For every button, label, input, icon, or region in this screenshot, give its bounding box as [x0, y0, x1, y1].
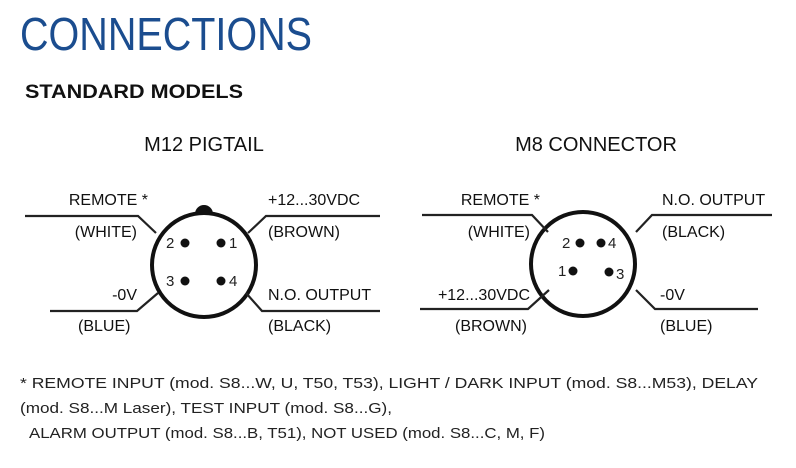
- m12-remote-label: REMOTE *: [69, 192, 148, 209]
- m12-black-label: (BLACK): [268, 318, 331, 335]
- m8-heading: M8 CONNECTOR: [515, 134, 677, 156]
- m8-pin-2-dot: [575, 238, 585, 248]
- m8-zero-label: -0V: [660, 287, 685, 304]
- m12-pigtail-diagram: M12 PIGTAIL REMOTE * (WHITE) +12...30VDC…: [25, 134, 380, 335]
- m12-pin-2-dot: [180, 238, 190, 248]
- m12-pin-2-number: 2: [166, 235, 174, 252]
- footnote-line-2: (mod. S8...M Laser), TEST INPUT (mod. S8…: [20, 400, 392, 417]
- m12-wire-blue: [50, 292, 159, 313]
- m8-blue-label: (BLUE): [660, 318, 712, 335]
- m12-pin-1-dot: [216, 238, 226, 248]
- m8-wire-black: [635, 213, 772, 233]
- m8-brown-label: (BROWN): [455, 318, 527, 335]
- m8-pin-3-number: 3: [616, 266, 624, 283]
- m12-supply-label: +12...30VDC: [268, 192, 360, 209]
- m12-output-label: N.O. OUTPUT: [268, 287, 371, 304]
- footnote-line-1: * REMOTE INPUT (mod. S8...W, U, T50, T53…: [20, 375, 758, 392]
- m12-wire-black: [245, 292, 380, 313]
- m12-wire-white: [25, 214, 157, 234]
- m8-pin-2-number: 2: [562, 235, 570, 252]
- m12-brown-label: (BROWN): [268, 224, 340, 241]
- m8-pin-3-dot: [604, 267, 614, 277]
- m8-pin-1-number: 1: [558, 263, 566, 280]
- m12-heading: M12 PIGTAIL: [144, 134, 264, 156]
- m8-pin-1-dot: [568, 266, 578, 276]
- m8-wire-brown: [420, 289, 550, 311]
- m12-white-label: (WHITE): [75, 224, 137, 241]
- m12-key-notch: [194, 205, 214, 215]
- footnote-line-3: ALARM OUTPUT (mod. S8...B, T51), NOT USE…: [29, 425, 545, 442]
- m12-zero-label: -0V: [112, 287, 137, 304]
- m12-wire-brown: [247, 214, 380, 234]
- m8-output-label: N.O. OUTPUT: [662, 192, 765, 209]
- m12-pin-4-number: 4: [229, 273, 237, 290]
- m8-black-label: (BLACK): [662, 224, 725, 241]
- section-heading: STANDARD MODELS: [25, 82, 243, 103]
- m12-pin-3-number: 3: [166, 273, 174, 290]
- m8-wire-blue: [635, 289, 758, 311]
- m8-pin-4-dot: [596, 238, 606, 248]
- m8-supply-label: +12...30VDC: [438, 287, 530, 304]
- m8-wire-white: [422, 213, 549, 233]
- m8-connector-outline: [529, 210, 637, 318]
- page-title: CONNECTIONS: [20, 8, 312, 60]
- m12-pin-4-dot: [216, 276, 226, 286]
- m12-pin-3-dot: [180, 276, 190, 286]
- m8-pin-4-number: 4: [608, 235, 616, 252]
- m8-connector-diagram: M8 CONNECTOR REMOTE * (WHITE) N.O. OUTPU…: [420, 134, 772, 335]
- m12-blue-label: (BLUE): [78, 318, 130, 335]
- m8-remote-label: REMOTE *: [461, 192, 540, 209]
- m8-white-label: (WHITE): [468, 224, 530, 241]
- m12-connector-outline: [150, 211, 258, 319]
- m12-pin-1-number: 1: [229, 235, 237, 252]
